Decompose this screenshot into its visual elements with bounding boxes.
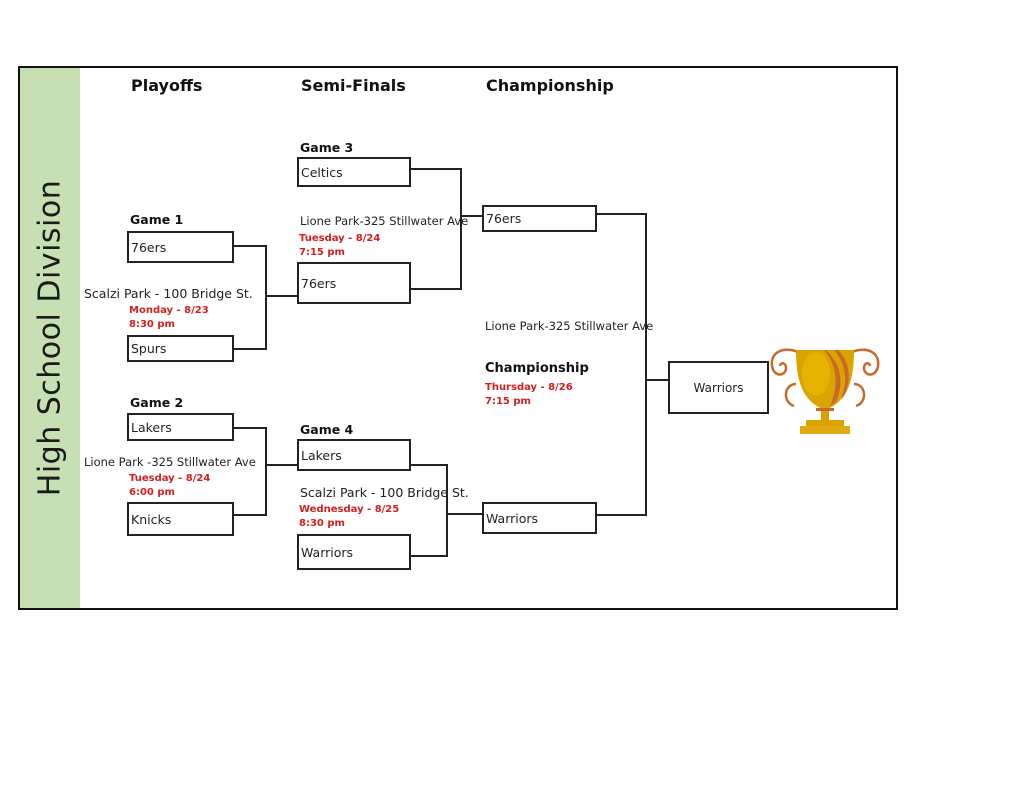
game3-label: Game 3 bbox=[300, 140, 354, 155]
game2-schedule: Tuesday - 8/24 6:00 pm bbox=[129, 472, 210, 500]
connector bbox=[410, 168, 462, 170]
champion-slot[interactable]: Warriors bbox=[668, 361, 769, 414]
trophy-icon bbox=[770, 348, 880, 434]
connector bbox=[233, 245, 266, 247]
game1-time: 8:30 pm bbox=[129, 319, 175, 330]
connector bbox=[233, 514, 267, 516]
game2-location: Lione Park -325 Stillwater Ave bbox=[84, 455, 256, 469]
final-location: Lione Park-325 Stillwater Ave bbox=[485, 319, 654, 333]
connector bbox=[265, 464, 298, 466]
game2-team2-slot[interactable]: Knicks bbox=[127, 502, 234, 536]
trophy-highlight bbox=[802, 352, 830, 396]
trophy-collar bbox=[816, 408, 834, 411]
trophy-scroll-left bbox=[784, 382, 797, 408]
connector bbox=[410, 555, 448, 557]
game4-location: Scalzi Park - 100 Bridge St. bbox=[300, 485, 469, 500]
connector bbox=[596, 213, 647, 215]
final-day: Thursday - 8/26 bbox=[485, 382, 573, 393]
game4-schedule: Wednesday - 8/25 8:30 pm bbox=[299, 503, 399, 531]
connector bbox=[596, 514, 647, 516]
game4-time: 8:30 pm bbox=[299, 518, 345, 529]
final-team1-slot[interactable]: 76ers bbox=[482, 205, 597, 232]
final-time: 7:15 pm bbox=[485, 396, 531, 407]
trophy-handle-left bbox=[770, 348, 799, 376]
connector bbox=[410, 288, 462, 290]
game4-team1-slot[interactable]: Lakers bbox=[297, 439, 411, 471]
game1-schedule: Monday - 8/23 8:30 pm bbox=[129, 304, 209, 332]
game1-label: Game 1 bbox=[130, 212, 184, 227]
connector bbox=[410, 464, 448, 466]
trophy-stem bbox=[821, 408, 829, 420]
game1-day: Monday - 8/23 bbox=[129, 305, 209, 316]
game1-location: Scalzi Park - 100 Bridge St. bbox=[84, 286, 253, 301]
header-semi-finals: Semi-Finals bbox=[301, 76, 406, 95]
connector bbox=[446, 464, 448, 557]
final-schedule: Thursday - 8/26 7:15 pm bbox=[485, 381, 573, 409]
trophy-plinth bbox=[800, 426, 850, 434]
game2-time: 6:00 pm bbox=[129, 487, 175, 498]
header-championship: Championship bbox=[486, 76, 614, 95]
game3-day: Tuesday - 8/24 bbox=[299, 233, 381, 244]
connector bbox=[233, 427, 267, 429]
game1-team2-slot[interactable]: Spurs bbox=[127, 335, 234, 362]
game4-label: Game 4 bbox=[300, 422, 354, 437]
division-sidebar bbox=[20, 68, 80, 608]
trophy-stripe bbox=[834, 350, 849, 399]
game3-location: Lione Park-325 Stillwater Ave bbox=[300, 214, 469, 228]
final-label: Championship bbox=[485, 361, 589, 376]
connector bbox=[645, 379, 669, 381]
game4-team2-slot[interactable]: Warriors bbox=[297, 534, 411, 570]
trophy-stripe bbox=[824, 350, 841, 406]
connector bbox=[265, 427, 267, 516]
game3-schedule: Tuesday - 8/24 7:15 pm bbox=[299, 232, 380, 260]
trophy-base bbox=[806, 420, 844, 426]
connector bbox=[233, 348, 266, 350]
game2-label: Game 2 bbox=[130, 395, 184, 410]
trophy-scroll-right bbox=[853, 382, 866, 408]
game3-time: 7:15 pm bbox=[299, 247, 345, 258]
header-playoffs: Playoffs bbox=[131, 76, 203, 95]
connector bbox=[460, 215, 483, 217]
connector bbox=[446, 513, 483, 515]
game3-team1-slot[interactable]: Celtics bbox=[297, 157, 411, 187]
connector bbox=[265, 295, 298, 297]
connector bbox=[265, 245, 267, 350]
connector bbox=[460, 168, 462, 290]
game4-day: Wednesday - 8/25 bbox=[299, 504, 400, 515]
division-title: High School Division bbox=[32, 179, 68, 497]
trophy-handle-right bbox=[851, 348, 880, 376]
final-team2-slot[interactable]: Warriors bbox=[482, 502, 597, 534]
connector bbox=[645, 213, 647, 516]
game1-team1-slot[interactable]: 76ers bbox=[127, 231, 234, 263]
game3-team2-slot[interactable]: 76ers bbox=[297, 262, 411, 304]
game2-team1-slot[interactable]: Lakers bbox=[127, 413, 234, 441]
game2-day: Tuesday - 8/24 bbox=[129, 473, 211, 484]
